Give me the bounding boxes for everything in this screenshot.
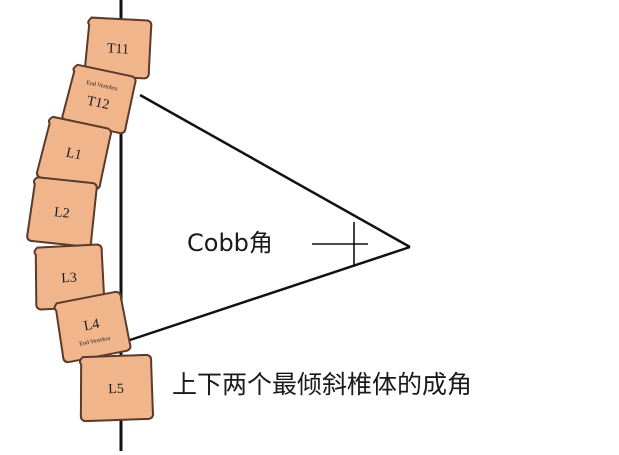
vertebra-label: T12 — [85, 94, 110, 113]
vertebra-label: L3 — [61, 271, 77, 287]
vertebra-t12: End Vertebra T12 — [61, 63, 137, 135]
vertebra-label: L5 — [108, 382, 124, 398]
vertebra-label: L1 — [65, 146, 83, 164]
caption-text: 上下两个最倾斜椎体的成角 — [172, 370, 472, 399]
vertebra-l3: L3 — [33, 243, 106, 311]
upper-endplate-line — [139, 93, 411, 249]
cobb-angle-label: Cobb角 — [187, 229, 273, 257]
vertebra-l4: L4 End Vertebra — [53, 290, 132, 364]
vertebra-label: L4 — [83, 317, 101, 335]
vertebra-l5: L5 — [78, 353, 155, 423]
end-vertebra-label: End Vertebra — [79, 336, 111, 348]
vertebra-l1: L1 — [36, 115, 112, 191]
vertebra-label: L2 — [53, 205, 70, 222]
lower-endplate-line — [129, 245, 411, 342]
vertebra-label: T11 — [107, 41, 130, 57]
vertebra-l2: L2 — [26, 176, 98, 248]
